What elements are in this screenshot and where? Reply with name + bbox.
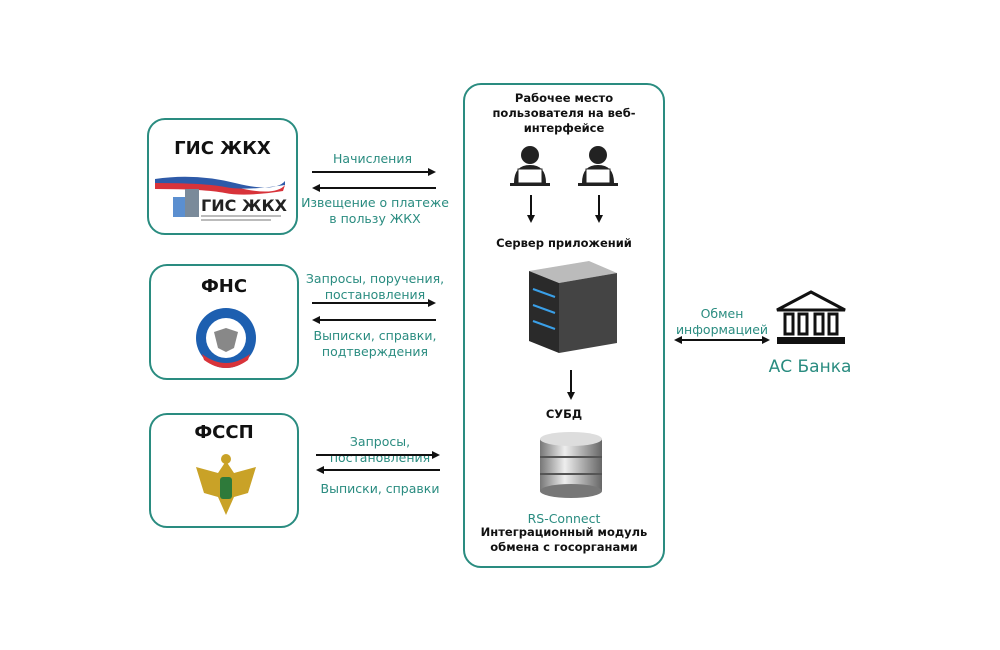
server-label: Сервер приложений — [496, 236, 632, 250]
gis-zhkh-logo: ГИС ЖКХ — [155, 176, 288, 221]
workplace-label: Рабочее место пользователя на веб-интерф… — [492, 91, 636, 135]
fns-emblem — [196, 308, 256, 368]
fns-in-label: Выписки, справки, подтверждения — [313, 328, 437, 359]
module-name: RS-Connect — [527, 511, 601, 526]
fssp-in-label: Выписки, справки — [320, 481, 440, 496]
gis-zhkh-title: ГИС ЖКХ — [174, 138, 271, 159]
user-workstation-icon — [578, 146, 618, 186]
gis-in-label: Извещение о платеже в пользу ЖКХ — [301, 195, 449, 226]
fssp-arrows — [316, 451, 440, 474]
fssp-eagle-emblem — [196, 454, 256, 515]
db-label: СУБД — [545, 407, 583, 421]
gis-out-label: Начисления — [333, 151, 412, 166]
svg-text:ГИС ЖКХ: ГИС ЖКХ — [201, 196, 288, 215]
down-arrows — [527, 195, 603, 223]
bidirectional-arrow — [674, 336, 770, 344]
bank-name: АС Банка — [768, 357, 852, 377]
rs-connect-box: Рабочее место пользователя на веб-интерф… — [463, 83, 665, 568]
bank-building-icon — [776, 290, 846, 344]
fns-out-label: Запросы, поручения, постановления — [305, 271, 445, 302]
fns-arrows — [312, 299, 436, 324]
gis-arrows — [312, 168, 436, 192]
fssp-box: ФССП — [149, 413, 299, 528]
module-description: Интеграционный модуль обмена с госоргана… — [480, 525, 648, 554]
user-workstation-icon — [510, 146, 550, 186]
gis-zhkh-box: ГИС ЖКХ ГИС ЖКХ — [147, 118, 298, 235]
bank-exchange-label: Обмен информацией — [675, 306, 769, 337]
fns-box: ФНС — [149, 264, 299, 380]
fns-title: ФНС — [200, 276, 248, 297]
down-arrow — [567, 370, 575, 400]
fssp-title: ФССП — [194, 422, 254, 443]
fssp-out-label: Запросы, постановления — [329, 434, 431, 465]
database-icon — [540, 432, 602, 498]
server-icon — [529, 261, 617, 353]
